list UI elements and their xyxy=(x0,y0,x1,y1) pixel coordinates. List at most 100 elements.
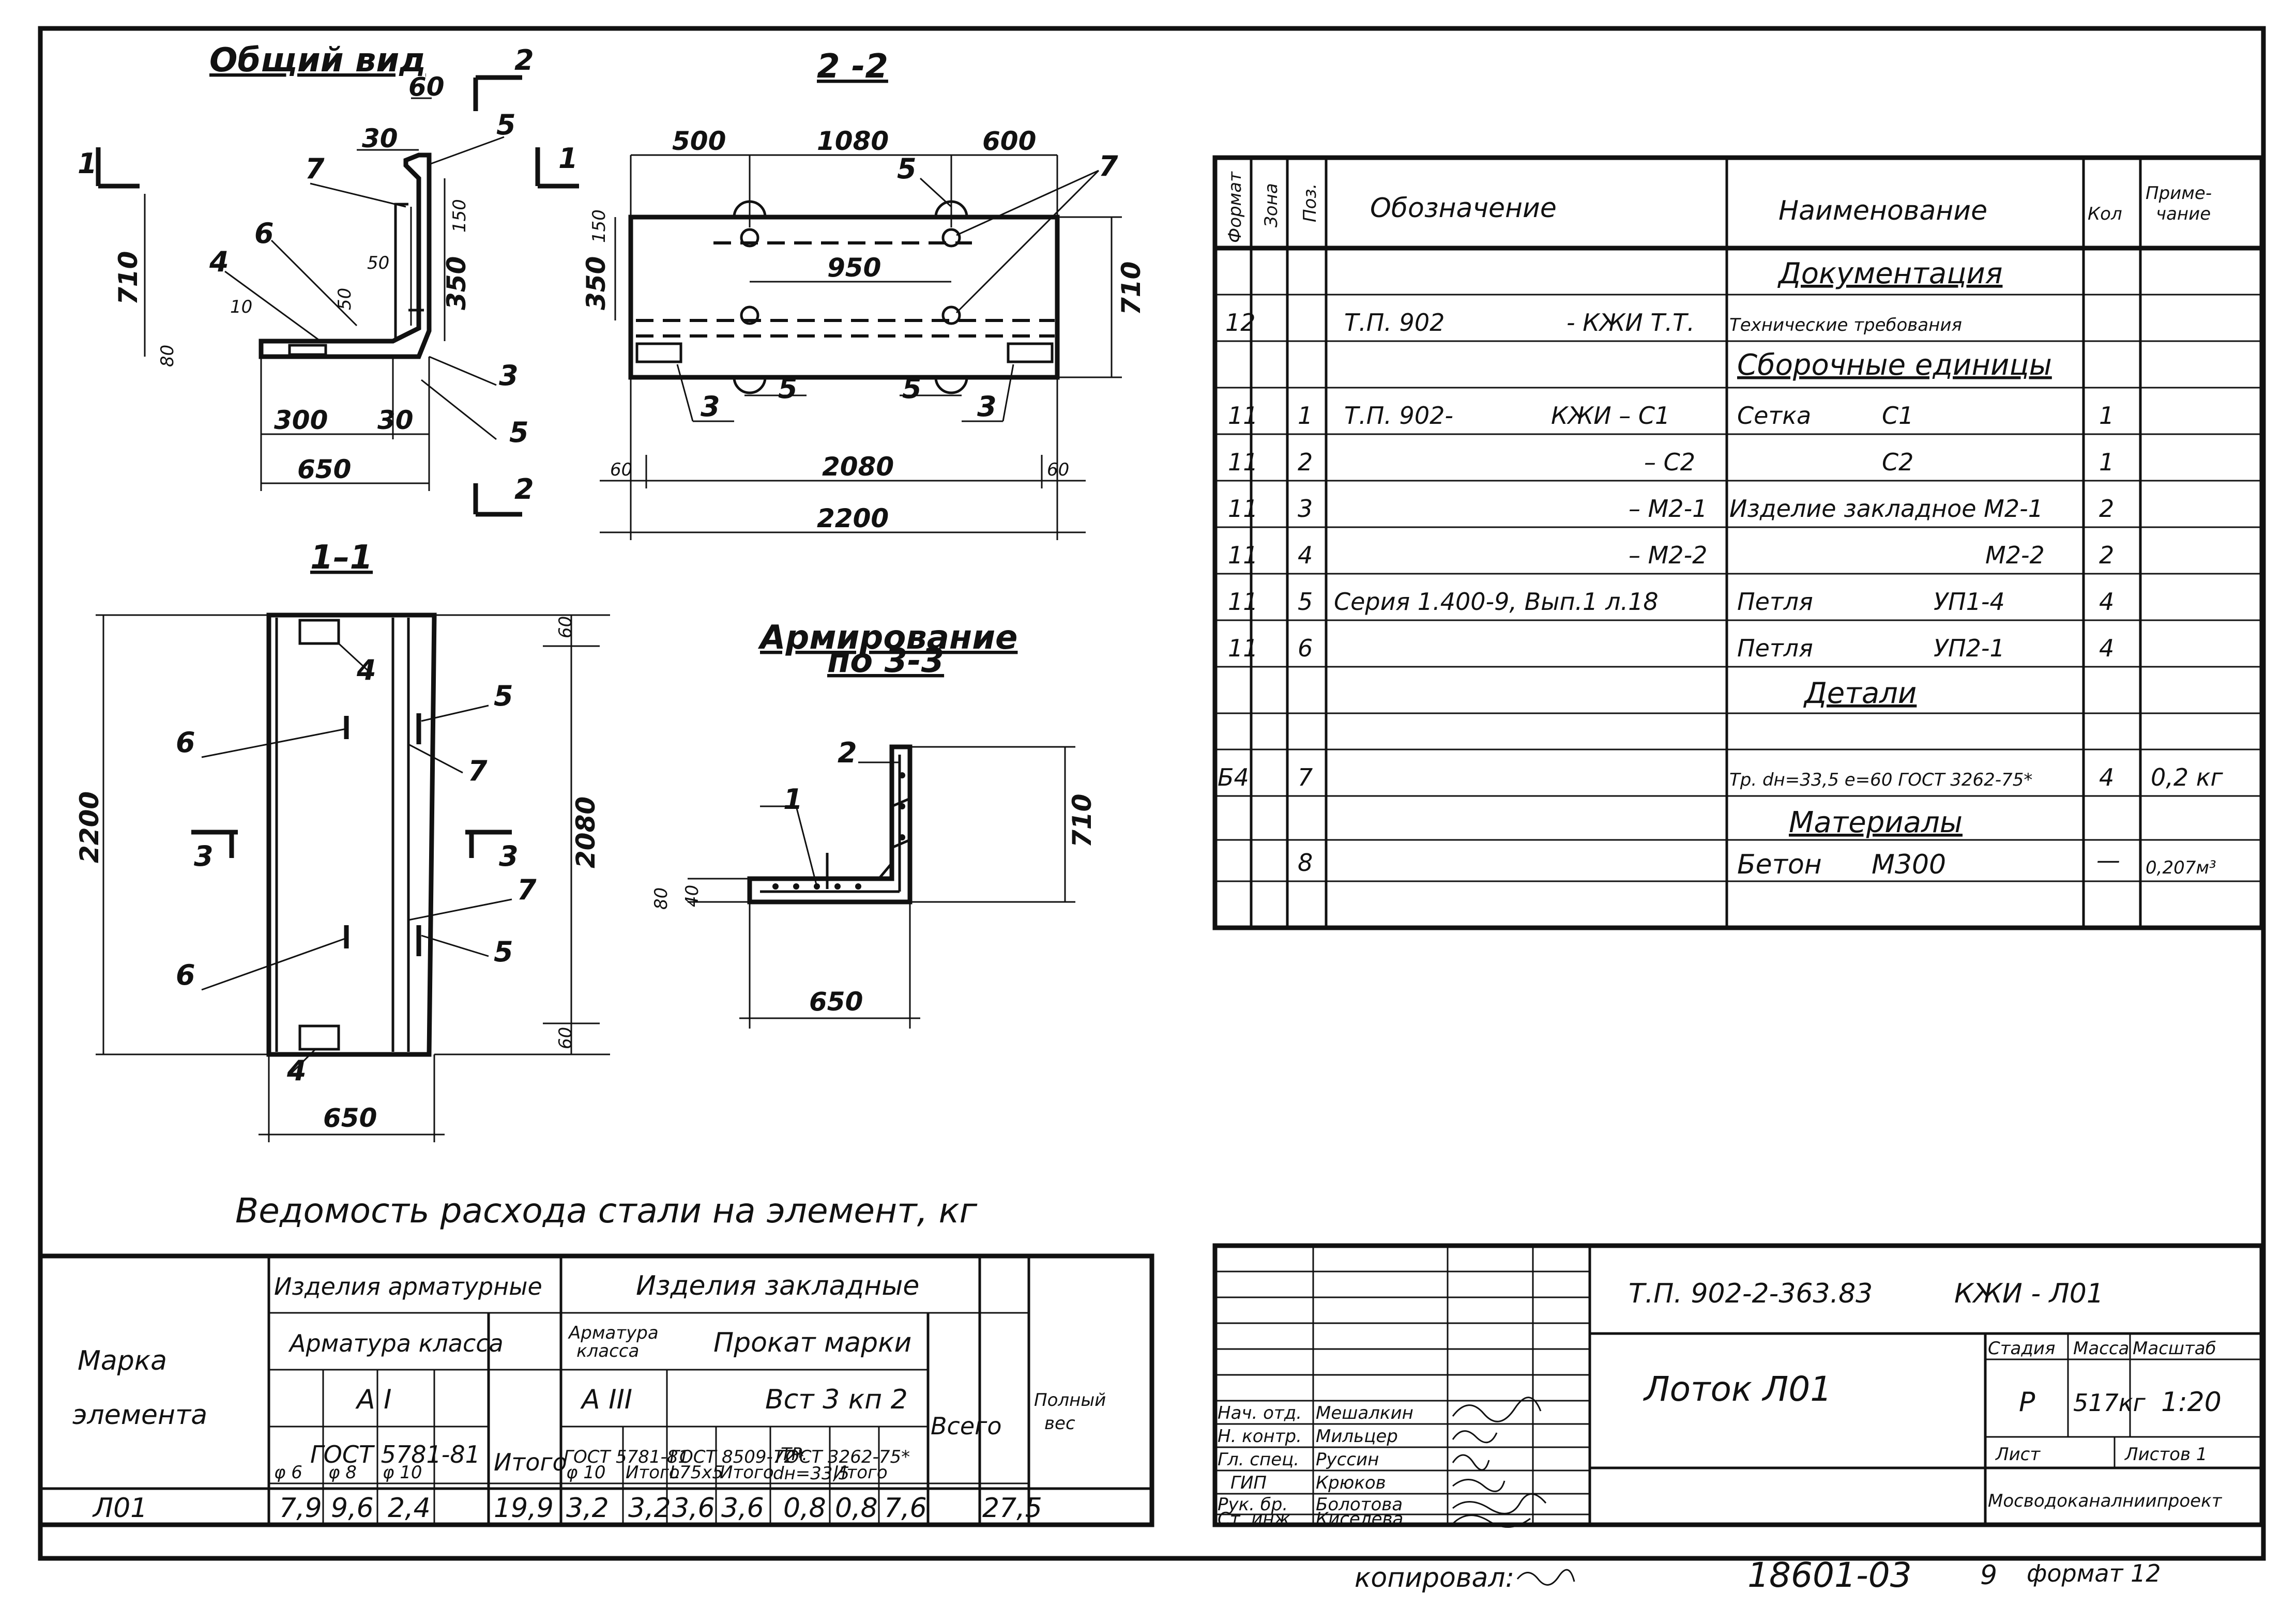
spec-cell-name: Изделие закладное М2-1 xyxy=(1729,495,2043,523)
steel-h-rebar-class: Арматура класса xyxy=(288,1329,504,1357)
section-2-2: 2 -2 500 1080 600 950 150 350 xyxy=(581,48,1146,540)
spec-table: Формат Зона Поз. Обозначение Наименовани… xyxy=(1212,155,2264,930)
spec-cell-name-b: М300 xyxy=(1872,849,1946,880)
spec-cell-format: 11 xyxy=(1228,541,1258,569)
s11-pos-7-bottom: 7 xyxy=(517,874,537,906)
signature-scribble xyxy=(1452,1514,1531,1528)
spec-cell-pos: 3 xyxy=(1298,495,1313,523)
gv-dim-60: 60 xyxy=(408,72,445,102)
reinf-dim-80: 80 xyxy=(651,887,672,910)
s22-dim-710: 710 xyxy=(1116,262,1146,315)
spec-row-0: 12 Т.П. 902 - КЖИ Т.Т. Технические требо… xyxy=(1225,309,1962,336)
steel-v-full: 27,5 xyxy=(982,1493,1042,1524)
spec-cell-pos: 6 xyxy=(1298,634,1313,662)
section-mark-2-bottom: 2 xyxy=(514,473,534,505)
reinforcement-3-3: Армирование по 3-3 1 2 710 80 4 xyxy=(651,619,1097,1029)
s11-dim-2080: 2080 xyxy=(571,796,601,868)
tb-org: Мосводоканалниипроект xyxy=(1988,1491,2223,1511)
reinf-pos-1: 1 xyxy=(783,783,803,816)
spec-h-zone: Зона xyxy=(1261,183,1282,227)
signature-scribble xyxy=(1452,1454,1490,1471)
tb-role: Нач. отд. xyxy=(1218,1403,1302,1423)
s22-pos-3-right: 3 xyxy=(977,390,997,423)
tb-mass: 517кг xyxy=(2073,1389,2146,1417)
spec-row-6: 11 6 Петля УП2-1 4 xyxy=(1228,634,2114,662)
steel-h-total-3: Итого xyxy=(720,1462,774,1483)
gv-dim-150: 150 xyxy=(449,199,470,233)
steel-v-a3: 3,2 xyxy=(566,1493,609,1524)
steel-h-total-all: Всего xyxy=(931,1412,1001,1440)
s11-pos-7-top: 7 xyxy=(468,755,488,787)
signature-scribble xyxy=(1452,1479,1506,1492)
gv-dim-300: 300 xyxy=(274,405,328,435)
spec-h-note-1: Приме- xyxy=(2146,183,2212,204)
spec-sec-documentation: Документация xyxy=(1777,257,2002,290)
spec-row-7: Б4 7 Тр. dн=33,5 e=60 ГОСТ 3262-75* 4 0,… xyxy=(1218,763,2224,791)
spec-h-qty: Кол xyxy=(2088,204,2122,224)
steel-v-d8: 9,6 xyxy=(331,1493,374,1524)
footer-format: формат 12 xyxy=(2027,1559,2161,1587)
reinf-title-1: Армирование xyxy=(757,619,1017,657)
tb-name: Руссин xyxy=(1316,1449,1379,1470)
footer-sheet-no: 9 xyxy=(1980,1560,1997,1591)
tb-code: Т.П. 902-2-363.83 xyxy=(1629,1278,1873,1309)
spec-cell-format: 11 xyxy=(1228,495,1258,523)
s11-pos-4-bottom: 4 xyxy=(286,1054,307,1087)
tb-scale: 1:20 xyxy=(2161,1387,2222,1418)
tb-name: Мешалкин xyxy=(1316,1403,1413,1423)
steel-h-pipe-2: dн=33,5 xyxy=(773,1463,849,1484)
spec-cell-qty: 4 xyxy=(2099,588,2114,616)
spec-cell-format: 11 xyxy=(1228,448,1258,476)
steel-v-d10: 2,4 xyxy=(388,1493,431,1524)
spec-cell-pos: 2 xyxy=(1298,448,1313,476)
title-block: Т.П. 902-2-363.83 КЖИ - Л01 Лоток Л01 Ст… xyxy=(1212,1243,2264,1529)
spec-h-pos: Поз. xyxy=(1300,183,1320,222)
section-22-title: 2 -2 xyxy=(817,48,888,86)
steel-v-mark: Л01 xyxy=(92,1493,147,1524)
steel-v-total2: 3,2 xyxy=(628,1493,671,1524)
spec-cell-designation: Серия 1.400-9, Вып.1 л.18 xyxy=(1334,588,1659,616)
spec-cell-qty: 1 xyxy=(2099,402,2114,430)
steel-v-d6: 7,9 xyxy=(279,1493,322,1524)
steel-values-row: Л01 7,9 9,6 2,4 19,9 3,2 3,2 3,6 3,6 0,8… xyxy=(92,1493,1042,1524)
spec-cell-name: Технические требования xyxy=(1729,315,1962,335)
s22-pos-5-br: 5 xyxy=(902,372,922,405)
tb-name: Болотова xyxy=(1316,1494,1403,1515)
tb-sheet-label: Лист xyxy=(1995,1444,2041,1465)
steel-v-total3: 3,6 xyxy=(721,1493,764,1524)
s11-pos-5-bottom: 5 xyxy=(494,936,513,968)
spec-cell-qty: — xyxy=(2096,846,2120,874)
s22-pos-5-bl: 5 xyxy=(778,372,798,405)
gv-dim-30b: 30 xyxy=(377,405,414,435)
spec-row-1: 11 1 Т.П. 902- КЖИ – С1 Сетка С1 1 xyxy=(1228,402,2114,430)
gv-pos-3: 3 xyxy=(499,359,519,392)
spec-h-designation: Обозначение xyxy=(1370,193,1557,224)
spec-h-name: Наименование xyxy=(1778,195,1987,226)
s22-dim-60-left: 60 xyxy=(610,459,632,480)
steel-v-all: 7,6 xyxy=(884,1493,927,1524)
steel-mark-2: элемента xyxy=(72,1400,207,1431)
tb-code-b: КЖИ - Л01 xyxy=(1954,1278,2104,1309)
gv-pos-5-top: 5 xyxy=(496,109,516,141)
s11-mark-3-right: 3 xyxy=(499,840,519,872)
spec-cell-qty: 2 xyxy=(2099,495,2114,523)
spec-cell-designation: Т.П. 902 xyxy=(1344,309,1444,336)
spec-cell-pos: 7 xyxy=(1298,763,1313,791)
s22-pos-3-left: 3 xyxy=(701,390,720,423)
general-view: Общий вид 2 2 1 1 60 30 710 80 10 50 50 xyxy=(78,41,579,517)
s11-pos-4-top: 4 xyxy=(356,654,376,686)
spec-cell-name-b: С2 xyxy=(1882,448,1913,476)
steel-h-class-aiii: А III xyxy=(580,1384,632,1415)
s11-dim-60-bottom: 60 xyxy=(555,1027,576,1049)
s11-dim-2200: 2200 xyxy=(74,791,104,863)
steel-v-total1: 19,9 xyxy=(494,1493,554,1524)
spec-cell-designation-b: – М2-2 xyxy=(1629,541,1707,569)
signature-scribble xyxy=(1452,1397,1542,1422)
steel-statement-title: Ведомость расхода стали на элемент, кг xyxy=(235,1191,977,1231)
steel-h-d10b: φ 10 xyxy=(566,1462,606,1483)
spec-cell-name: Тр. dн=33,5 e=60 ГОСТ 3262-75* xyxy=(1729,770,2032,790)
footer-number: 18601-03 xyxy=(1747,1555,1912,1595)
s11-dim-60-top: 60 xyxy=(555,616,576,638)
spec-cell-name-b: М2-2 xyxy=(1985,541,2045,569)
